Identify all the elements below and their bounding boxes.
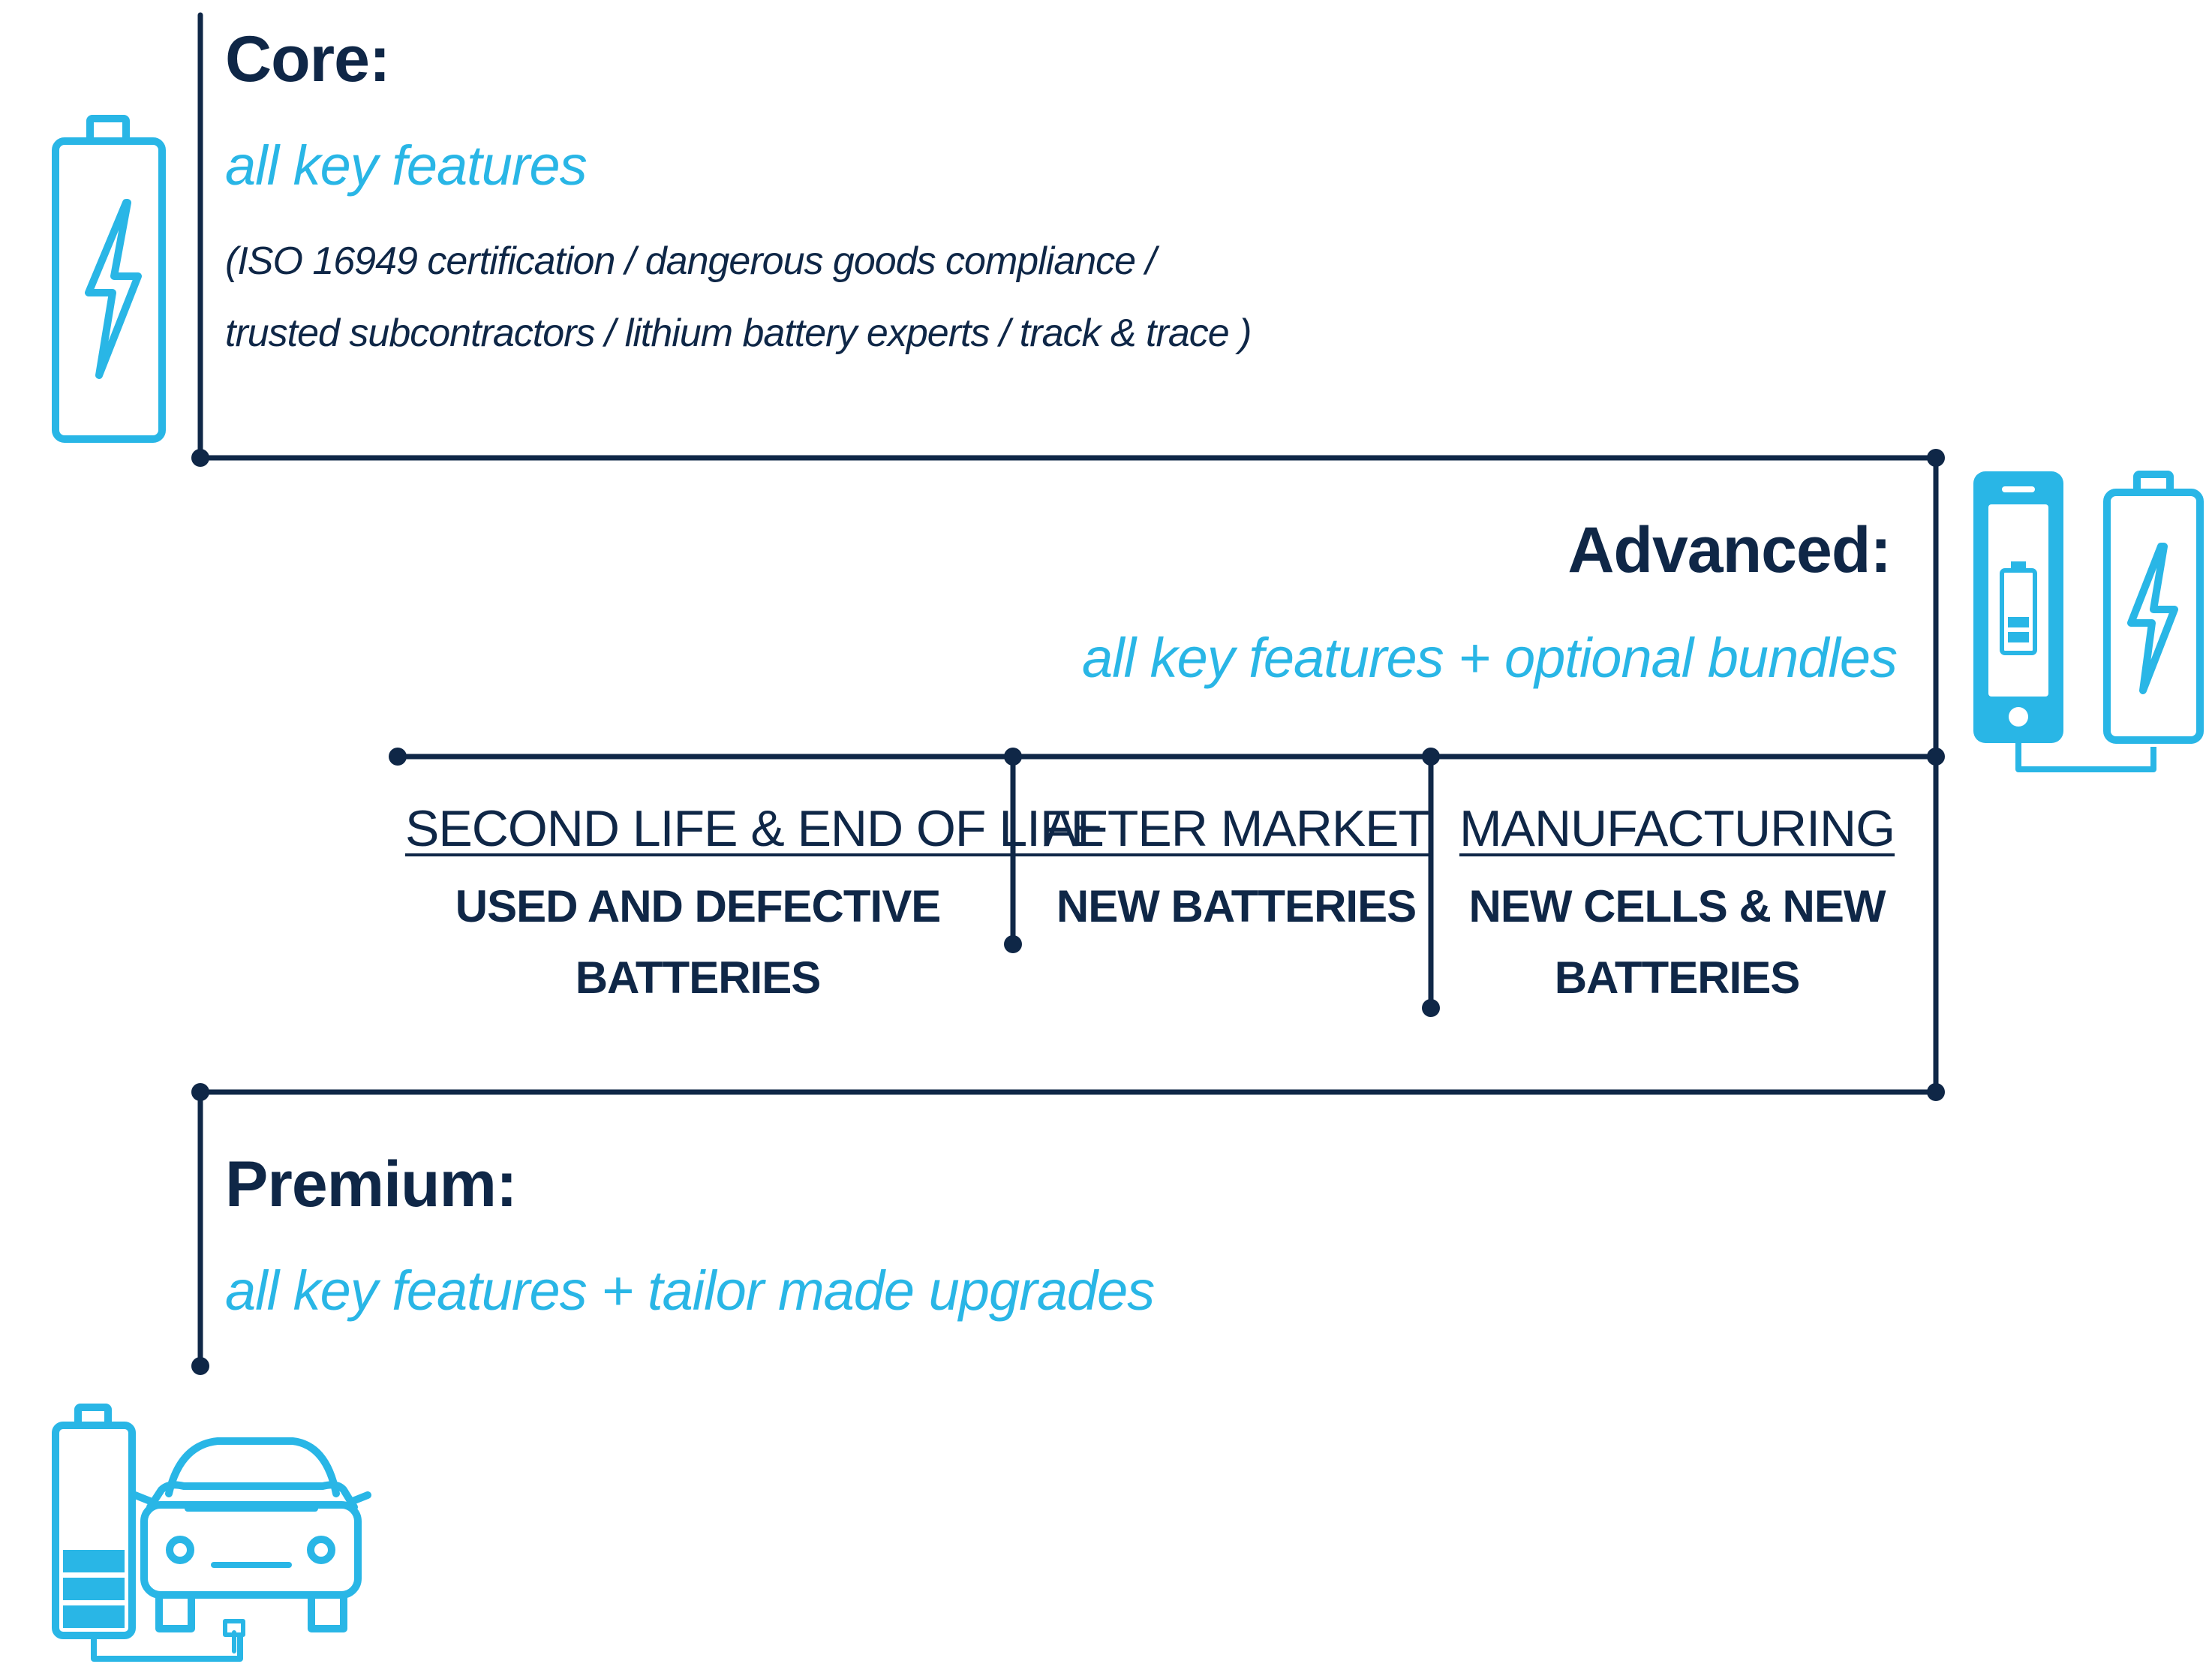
connector-dot: [1004, 748, 1022, 766]
connector-dot: [191, 1357, 209, 1375]
electric-car-icon: [131, 1437, 371, 1653]
connector-dot: [1422, 999, 1440, 1017]
connector-dot: [389, 748, 407, 766]
battery-charging-icon: [52, 115, 166, 443]
segment-subtitle-line: BATTERIES: [575, 952, 822, 1003]
connector-dot: [1927, 449, 1945, 467]
advanced-heading: Advanced:: [1567, 514, 1892, 586]
connector-dot: [1422, 748, 1440, 766]
battery-charging-icon: [2103, 471, 2204, 744]
segment-subtitle-line: USED AND DEFECTIVE: [455, 881, 942, 931]
segment-title-after-market: AFTER MARKET: [1043, 800, 1429, 857]
segment-subtitle-line: BATTERIES: [1554, 952, 1801, 1003]
advanced-subheading: all key features + optional bundles: [1081, 627, 1898, 689]
core-detail-line-1: (ISO 16949 certification / dangerous goo…: [225, 239, 1156, 283]
premium-subheading: all key features + tailor made upgrades: [225, 1259, 1155, 1322]
segment-title-second-life: SECOND LIFE & END OF LIFE: [405, 800, 1104, 857]
connector-dot: [1927, 1083, 1945, 1101]
battery-full-icon: [52, 1404, 243, 1662]
segment-subtitle-line: NEW BATTERIES: [1056, 881, 1417, 931]
core-subheading: all key features: [225, 134, 588, 197]
connector-lines: [197, 12, 1939, 1369]
premium-heading: Premium:: [225, 1148, 518, 1220]
connector-dot: [1004, 935, 1022, 953]
connector-dot: [1927, 748, 1945, 766]
connector-dot: [191, 1083, 209, 1101]
segment-title-manufacturing: MANUFACTURING: [1459, 800, 1895, 857]
segment-subtitle-line: NEW CELLS & NEW: [1468, 881, 1886, 931]
core-heading: Core:: [225, 23, 391, 95]
connector-dots: [191, 449, 1945, 1375]
smartphone-battery-icon: [1973, 471, 2156, 772]
core-detail-line-2: trusted subcontractors / lithium battery…: [225, 311, 1252, 355]
connector-dot: [191, 449, 209, 467]
